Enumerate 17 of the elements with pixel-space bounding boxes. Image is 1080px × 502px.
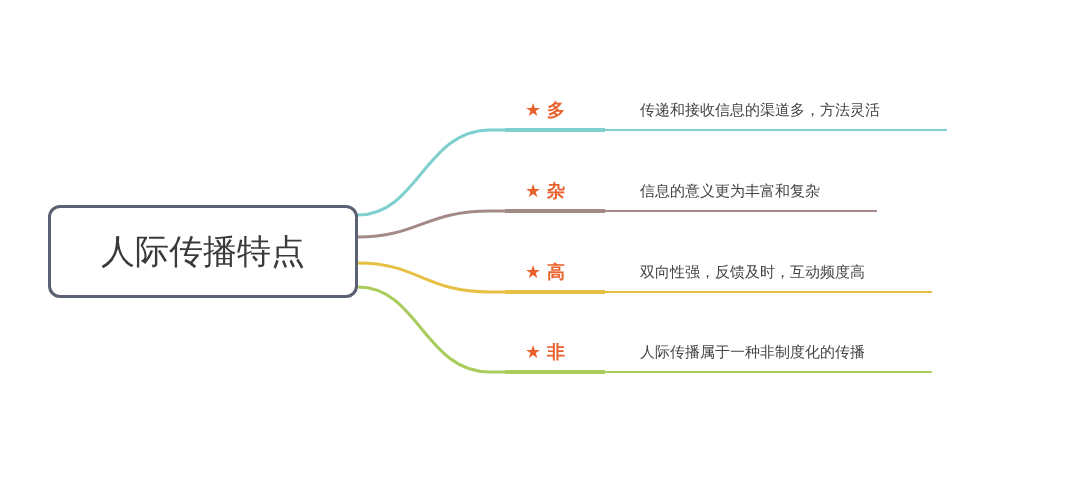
branch-text: 人际传播属于一种非制度化的传播 [640,334,932,373]
branch-line [356,209,507,239]
branch-text: 信息的意义更为丰富和复杂 [640,173,877,212]
branch-label: ★ 杂 [505,173,605,213]
branch-line [604,371,641,373]
branch-line [604,129,641,131]
branch-line [356,128,507,217]
branch-line [356,285,507,374]
branch-label: ★ 非 [505,334,605,374]
branch-line [604,291,641,293]
branch-line [356,261,507,294]
topic-box: 人际传播特点 [48,205,358,298]
branch-line [604,210,641,212]
branch-text: 传递和接收信息的渠道多，方法灵活 [640,92,947,131]
branch-label: ★ 多 [505,92,605,132]
branch-text: 双向性强，反馈及时，互动频度高 [640,254,932,293]
branch-label: ★ 高 [505,254,605,294]
